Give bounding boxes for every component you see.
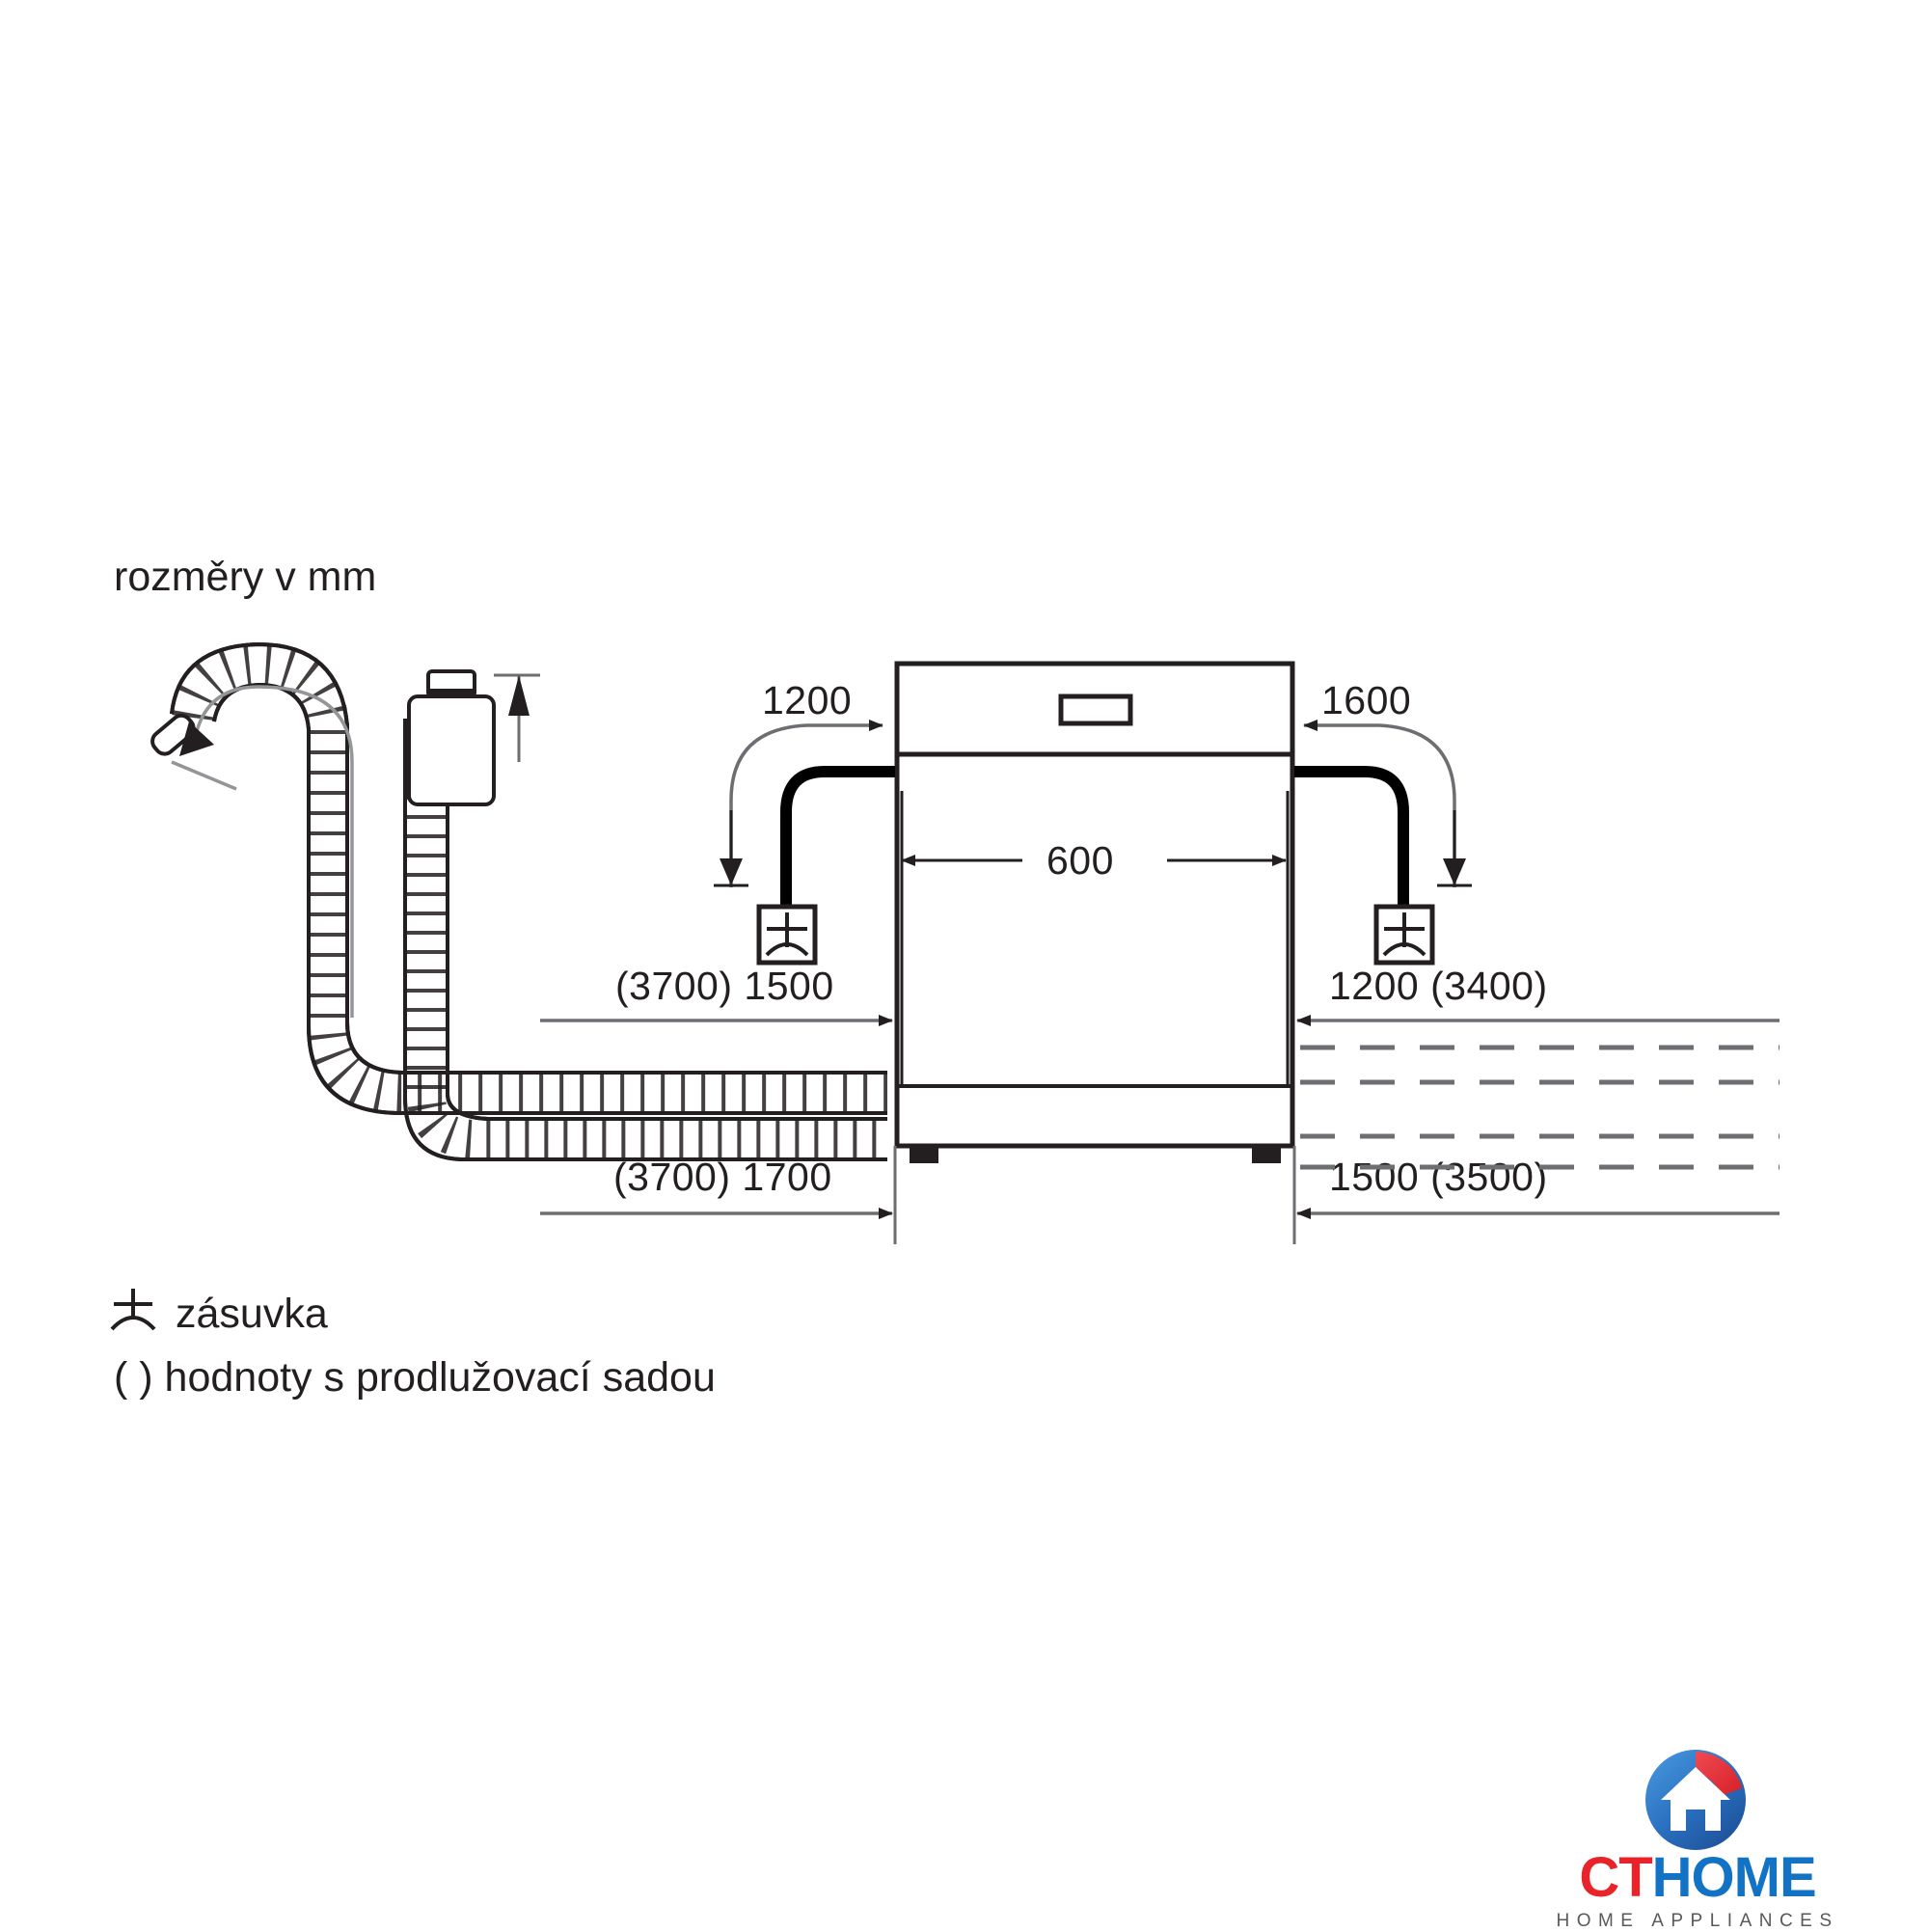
units-note: rozměry v mm <box>114 554 376 600</box>
logo-wordmark: CTHOME <box>1485 1850 1910 1906</box>
dim-line-left-bottom <box>540 1146 897 1244</box>
legend-parenthesis-label: ( ) hodnoty s prodlužovací sadou <box>114 1354 716 1401</box>
valve-height-reference <box>494 673 540 762</box>
appliance-foot-left <box>910 1146 938 1163</box>
display-strip <box>1058 694 1133 726</box>
power-cable-dashed-bundle <box>1300 1045 1780 1170</box>
dim-line-right-bottom <box>1292 1146 1780 1244</box>
water-supply-hose <box>403 719 887 1161</box>
dim-label-width-600: 600 <box>1046 838 1114 883</box>
legend-socket-label: zásuvka <box>176 1291 328 1337</box>
legend-socket-symbol <box>110 1289 156 1331</box>
wall-socket-left <box>756 904 818 966</box>
dim-label-right-1600: 1600 <box>1321 678 1411 722</box>
wall-socket-right <box>1373 904 1435 966</box>
aquastop-inlet-valve <box>407 669 496 806</box>
cthome-emblem-icon <box>1645 1750 1746 1850</box>
appliance-foot-right <box>1252 1146 1281 1163</box>
width-dimension-600 <box>900 791 1290 1086</box>
logo-tagline: HOME APPLIANCES <box>1556 1911 1839 1931</box>
dim-label-right-bottom: 1500 (3500) <box>1329 1155 1548 1199</box>
left-1200-arrow <box>714 720 883 887</box>
bend-direction-arrow <box>171 685 354 1018</box>
dim-label-left-mid: (3700) 1500 <box>615 964 834 1008</box>
appliance-outline <box>894 661 1295 1163</box>
right-1600-arrow <box>1303 720 1472 887</box>
dim-label-right-mid: 1200 (3400) <box>1329 964 1548 1008</box>
dim-label-left-bottom: (3700) 1700 <box>613 1155 832 1199</box>
logo-home: HOME <box>1651 1846 1817 1909</box>
cthome-logo: CTHOME HOME APPLIANCES <box>1485 1750 1910 1931</box>
logo-ct: CT <box>1579 1846 1652 1909</box>
dim-label-left-1200: 1200 <box>762 678 852 722</box>
power-cord-left <box>780 766 895 907</box>
hose-end-cuff <box>150 713 196 756</box>
power-cord-right <box>1294 766 1409 907</box>
